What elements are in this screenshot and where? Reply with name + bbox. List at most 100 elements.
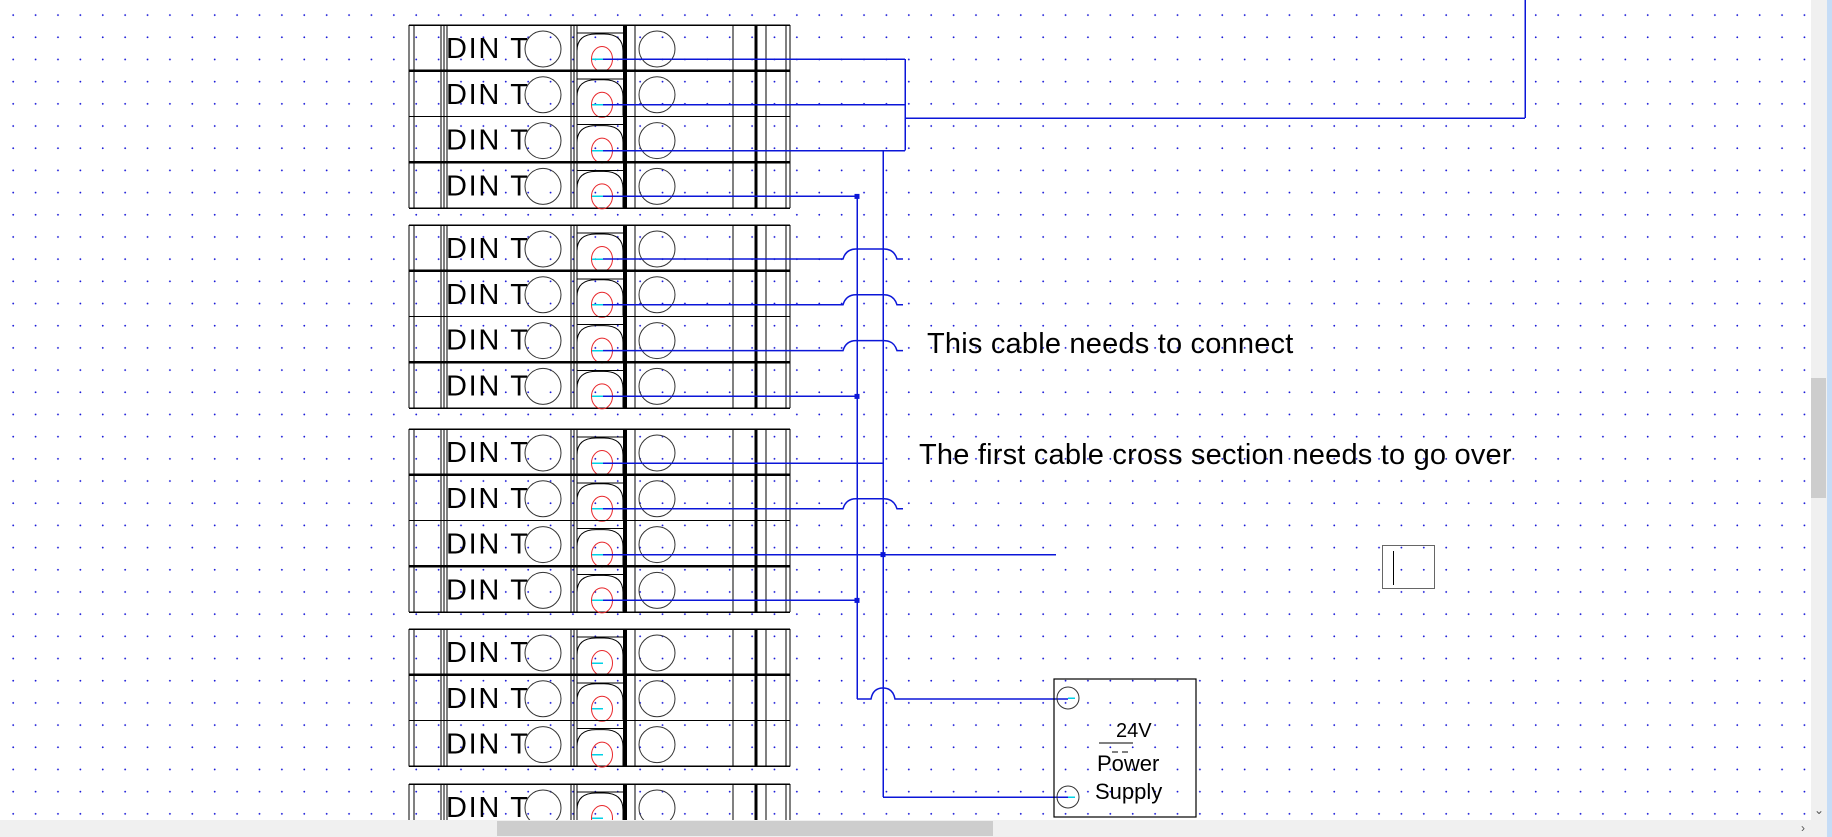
psu-positive-terminal[interactable] [1056, 686, 1080, 710]
terminal-row[interactable]: DIN T [409, 161, 790, 210]
screw-housing [576, 683, 624, 720]
terminal-label: DIN T [446, 437, 528, 469]
terminal-row[interactable]: DIN T [446, 634, 676, 676]
vertical-scrollbar[interactable]: ⌄ [1811, 0, 1827, 820]
wire-block3-row2[interactable] [603, 498, 903, 510]
panel-edge [1827, 0, 1832, 837]
terminal-circle-right [638, 726, 676, 764]
horizontal-scrollbar[interactable]: › [0, 820, 1811, 837]
terminal-circle-left [524, 122, 562, 160]
terminal-circle-left [524, 789, 562, 820]
terminal-label: DIN T [446, 125, 528, 157]
terminal-circle-left [524, 76, 562, 114]
vertical-scrollbar-thumb[interactable] [1811, 378, 1826, 498]
screw-terminal-icon[interactable] [591, 805, 613, 821]
annotation-cross-section[interactable]: The first cable cross section needs to g… [919, 439, 1512, 471]
terminal-row[interactable]: DIN T [409, 719, 790, 768]
wire-block2-row[interactable] [603, 248, 903, 260]
psu-label-line1: Power [1097, 751, 1159, 776]
terminal-label: DIN T [446, 729, 528, 761]
terminal-circle-left [524, 276, 562, 314]
terminal-circle-left [524, 634, 562, 672]
screw-housing [576, 125, 624, 162]
screw-housing [576, 325, 624, 362]
terminal-circle-right [638, 367, 676, 405]
terminal-circle-right [638, 571, 676, 609]
terminal-block[interactable]: DIN T DIN T DIN T [408, 628, 791, 768]
horizontal-scrollbar-thumb[interactable] [497, 821, 993, 836]
scroll-down-arrow-icon[interactable]: ⌄ [1813, 803, 1825, 817]
wire-to-psu-positive[interactable] [857, 687, 1068, 700]
scroll-right-arrow-icon[interactable]: › [1801, 821, 1805, 835]
terminal-row[interactable]: DIN T [446, 434, 676, 476]
terminal-circle-left [524, 230, 562, 268]
screw-housing [576, 33, 624, 70]
terminal-circle-left [524, 571, 562, 609]
wire-block2-row[interactable] [603, 339, 903, 352]
terminal-circle-right [638, 276, 676, 314]
terminal-label: DIN T [446, 170, 528, 202]
terminal-row[interactable]: DIN T [409, 269, 790, 318]
terminal-circle-right [638, 167, 676, 205]
terminal-circle-left [524, 480, 562, 518]
screw-housing [576, 79, 624, 116]
terminal-circle-right [638, 30, 676, 68]
wire-junction-dot [880, 552, 886, 558]
terminal-row[interactable]: DIN T [409, 565, 790, 614]
terminal-row[interactable]: DIN T [446, 789, 676, 821]
terminal-row[interactable]: DIN T [446, 30, 676, 72]
screw-terminal-icon[interactable] [591, 695, 613, 722]
terminal-label: DIN T [446, 79, 528, 111]
psu-label-line2: Supply [1095, 779, 1162, 804]
terminal-label: DIN T [446, 370, 528, 402]
terminal-label: DIN T [446, 574, 528, 606]
terminal-circle-right [638, 322, 676, 360]
wire-junction-dot [854, 597, 860, 603]
terminal-circle-right [638, 480, 676, 518]
terminal-row[interactable]: DIN T [409, 115, 790, 164]
wire-block2-row[interactable] [603, 294, 903, 306]
scrollbar-corner [1811, 820, 1827, 837]
terminal-row[interactable]: DIN T [409, 519, 790, 568]
terminal-label: DIN T [446, 33, 528, 65]
terminal-circle-right [638, 634, 676, 672]
terminal-block[interactable]: DIN T DIN T DIN T DIN T [408, 428, 791, 614]
terminal-row[interactable]: DIN T [409, 673, 790, 722]
screw-housing [576, 233, 624, 270]
terminal-block[interactable]: DIN T DIN T DIN T DIN T [408, 24, 791, 210]
terminal-row[interactable]: DIN T [446, 230, 676, 272]
terminal-circle-left [524, 167, 562, 205]
screw-housing [576, 792, 624, 820]
terminal-circle-left [524, 434, 562, 472]
terminal-label: DIN T [446, 529, 528, 561]
terminal-label: DIN T [446, 483, 528, 515]
terminal-circle-right [638, 789, 676, 820]
terminal-circle-left [524, 30, 562, 68]
screw-housing [576, 637, 624, 674]
screw-housing [576, 529, 624, 566]
terminal-circle-left [524, 322, 562, 360]
terminal-circle-left [524, 726, 562, 764]
terminal-label: DIN T [446, 233, 528, 265]
terminal-label: DIN T [446, 637, 528, 669]
terminal-circle-right [638, 76, 676, 114]
screw-housing [576, 483, 624, 520]
terminal-circle-right [638, 526, 676, 564]
terminal-row[interactable]: DIN T [409, 361, 790, 410]
power-supply-box[interactable] [1053, 678, 1197, 818]
annotation-connect[interactable]: This cable needs to connect [927, 328, 1294, 360]
terminal-row[interactable]: DIN T [409, 316, 790, 364]
terminal-circle-right [638, 122, 676, 160]
text-cursor [1393, 551, 1394, 585]
psu-negative-terminal[interactable] [1056, 785, 1080, 809]
wires-layer [603, 0, 1526, 798]
text-edit-box[interactable] [1382, 545, 1435, 589]
terminal-block[interactable]: DIN T [408, 783, 791, 821]
terminal-row[interactable]: DIN T [409, 69, 790, 118]
screw-terminal-icon[interactable] [591, 741, 613, 768]
terminal-circle-right [638, 230, 676, 268]
